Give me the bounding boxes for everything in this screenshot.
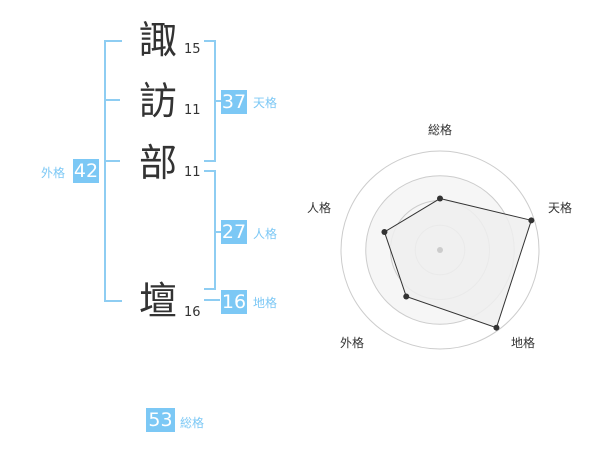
gaikaku-value-badge: 42	[73, 159, 99, 183]
tenkaku-label: 天格	[253, 96, 278, 110]
jinkaku-bracket-connector	[215, 231, 221, 233]
jinkaku-value-badge: 27	[221, 220, 247, 244]
stroke-count-3: 11	[184, 165, 201, 180]
soukaku-label: 総格	[180, 416, 205, 430]
radar-point-3	[403, 293, 410, 300]
jinkaku-label: 人格	[253, 227, 278, 241]
radar-axis-label-soukaku: 総格	[428, 123, 453, 137]
gaikaku-bracket	[104, 40, 122, 302]
name-char-1: 諏	[139, 18, 178, 62]
radar-axis-label-chikaku: 地格	[511, 336, 536, 350]
stroke-count-4: 16	[184, 305, 201, 320]
radar-axis-label-gaikaku: 外格	[340, 336, 365, 350]
gaikaku-bracket-tick-1	[104, 99, 120, 101]
jinkaku-bracket	[204, 170, 216, 290]
name-char-2: 訪	[139, 79, 178, 123]
stroke-count-1: 15	[184, 42, 201, 57]
radar-center-dot	[437, 247, 443, 253]
stroke-count-2: 11	[184, 103, 201, 118]
radar-point-2	[493, 324, 500, 331]
chikaku-label: 地格	[253, 296, 278, 310]
gaikaku-label: 外格	[41, 166, 66, 180]
chikaku-connector	[204, 299, 220, 301]
chikaku-value-badge: 16	[221, 290, 247, 314]
tenkaku-bracket-connector	[215, 100, 221, 102]
radar-polygon	[383, 197, 532, 329]
soukaku-value-badge: 53	[146, 408, 175, 432]
name-char-4: 壇	[139, 279, 178, 323]
radar-point-1	[528, 217, 535, 224]
tenkaku-value-badge: 37	[221, 90, 247, 114]
radar-point-4	[381, 228, 388, 235]
gaikaku-bracket-tick-2	[104, 160, 120, 162]
name-char-3: 部	[139, 141, 178, 185]
radar-axis-label-tenkaku: 天格	[548, 201, 573, 215]
radar-point-0	[437, 195, 443, 202]
radar-axis-label-jinkaku: 人格	[307, 201, 332, 215]
